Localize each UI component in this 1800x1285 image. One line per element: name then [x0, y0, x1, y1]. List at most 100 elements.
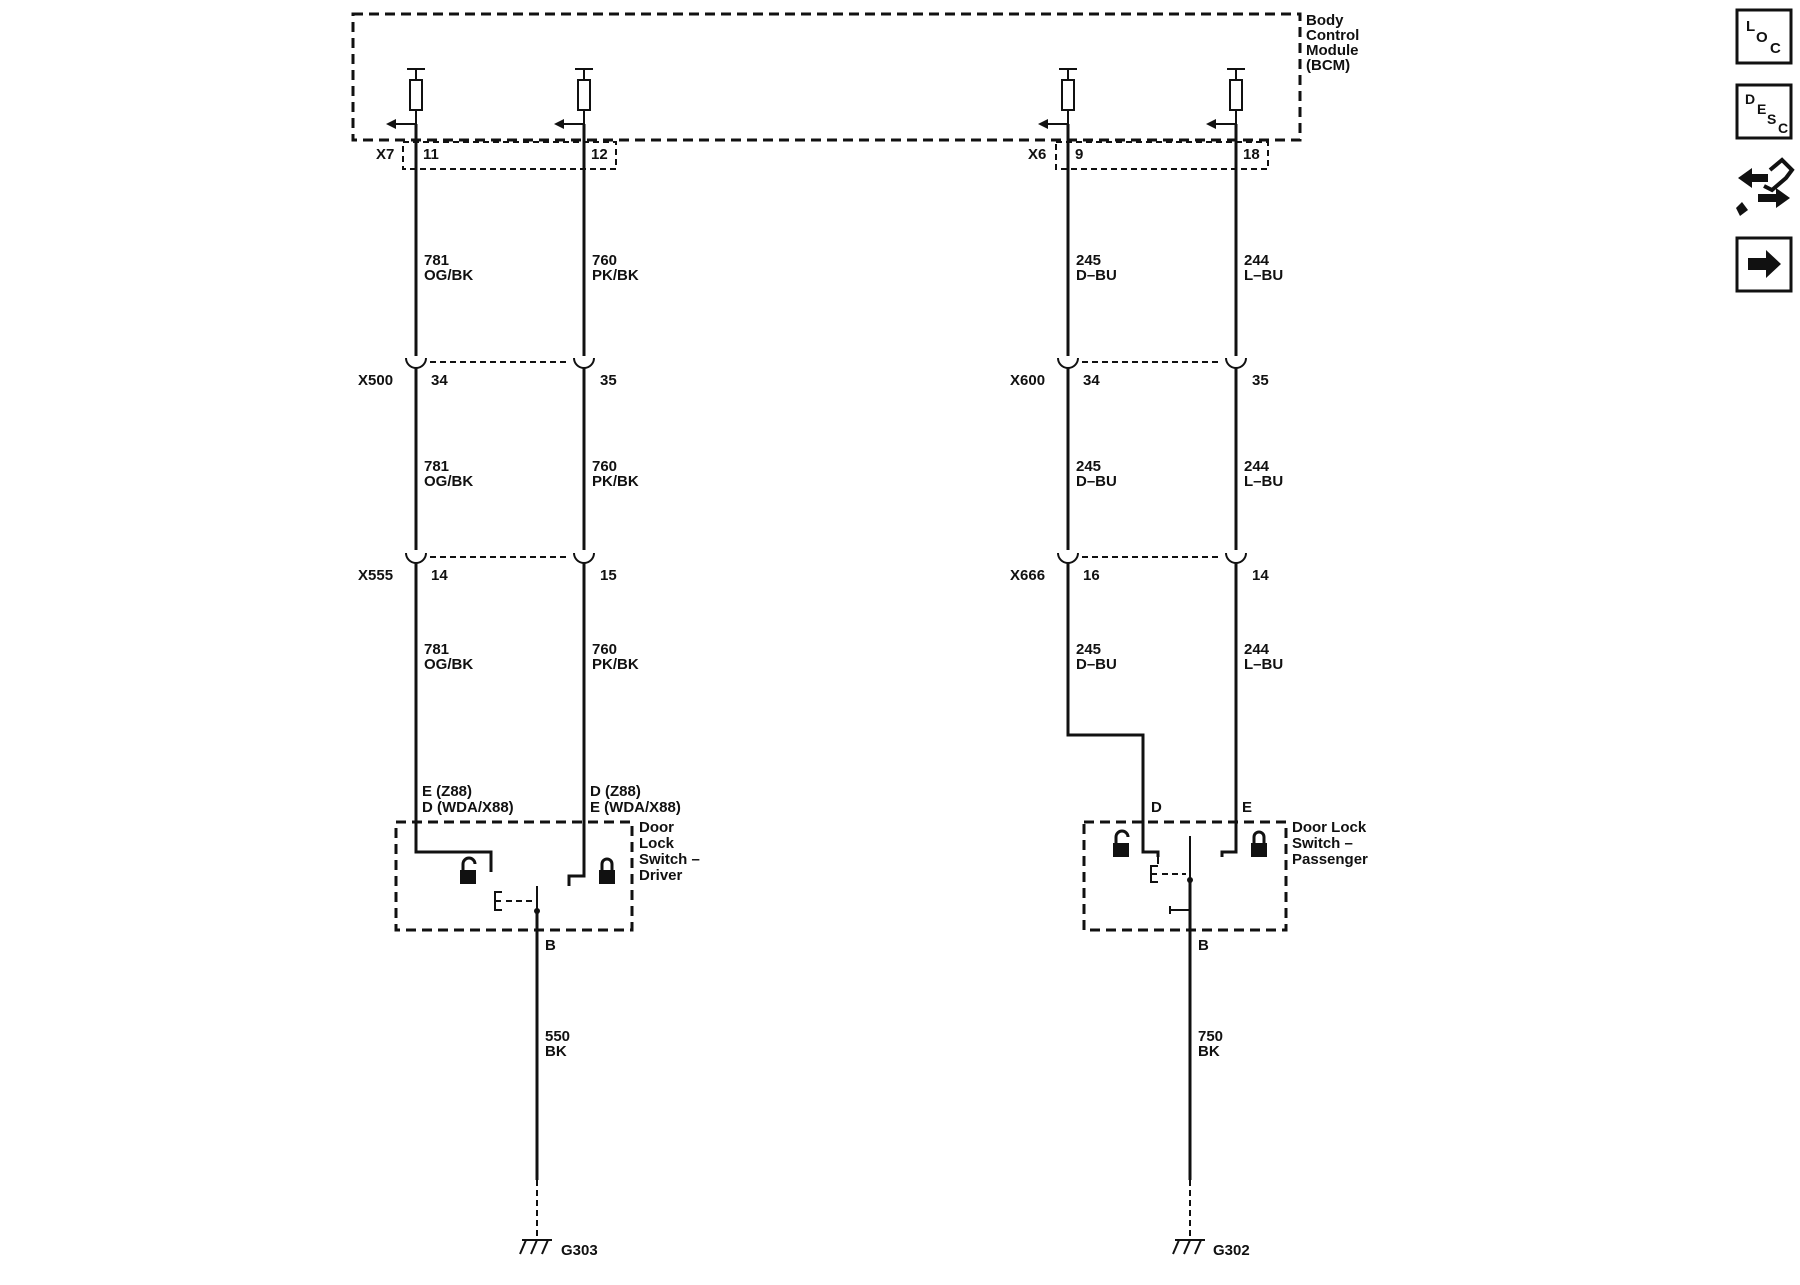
wire-244-number-1: 244 — [1244, 252, 1270, 269]
bcm-label-2: Control — [1306, 27, 1359, 44]
driver-switch-name-4: Driver — [639, 867, 683, 884]
description-button[interactable]: D E S C — [1735, 83, 1793, 140]
connector-x6-label: X6 — [1028, 146, 1046, 163]
connector-x7-label: X7 — [376, 146, 394, 163]
bcm-label-1: Body — [1306, 12, 1344, 29]
loc-icon-c: C — [1770, 40, 1781, 57]
wire-244-number-3: 244 — [1244, 641, 1270, 658]
passenger-switch-contact — [1150, 836, 1193, 914]
wire-550-number: 550 — [545, 1028, 570, 1045]
bcm-internal-circuit-3 — [1038, 68, 1077, 129]
connector-x600-label: X600 — [1010, 372, 1045, 389]
passenger-switch-pin-left: D — [1151, 799, 1162, 816]
wire-245-number-1: 245 — [1076, 252, 1101, 269]
wire-781-number-2: 781 — [424, 458, 449, 475]
wire-245-color-2: D–BU — [1076, 473, 1117, 490]
connector-x600 — [1057, 357, 1247, 369]
bcm-internal-circuit-1 — [386, 68, 425, 129]
wire-244-color-1: L–BU — [1244, 267, 1283, 284]
ground-g303-icon — [519, 1239, 552, 1255]
ground-g302-icon — [1172, 1239, 1205, 1255]
connector-x666-pin-b: 14 — [1252, 567, 1269, 584]
connector-x500-label: X500 — [358, 372, 393, 389]
passenger-switch-ground-pin: B — [1198, 937, 1209, 954]
wire-245-segment-3 — [1066, 563, 1160, 857]
loc-icon-l: L — [1746, 18, 1755, 35]
ground-g302-label: G302 — [1213, 1242, 1250, 1259]
bcm-internal-circuit-4 — [1206, 68, 1245, 129]
connector-x500-pin-a: 34 — [431, 372, 448, 389]
passenger-switch-boundary — [1082, 820, 1288, 932]
driver-switch-pin-left-2: D (WDA/X88) — [422, 799, 514, 816]
wire-550-color: BK — [545, 1043, 567, 1060]
passenger-switch-pin-right: E — [1242, 799, 1252, 816]
wire-245-number-2: 245 — [1076, 458, 1101, 475]
wire-760-number-2: 760 — [592, 458, 617, 475]
driver-switch-name-1: Door — [639, 819, 674, 836]
desc-icon-s: S — [1767, 111, 1776, 127]
bcm-internal-circuit-2 — [554, 68, 593, 129]
connector-swap-button[interactable] — [1736, 157, 1795, 216]
connector-x6-pin-a: 9 — [1075, 146, 1083, 163]
wire-244-color-2: L–BU — [1244, 473, 1283, 490]
ground-g303-label: G303 — [561, 1242, 598, 1259]
unlock-icon — [1113, 829, 1130, 857]
connector-x555 — [405, 552, 595, 564]
driver-switch-boundary — [394, 820, 634, 932]
driver-switch-pin-right-1: D (Z88) — [590, 783, 641, 800]
wire-760-color-2: PK/BK — [592, 473, 639, 490]
connector-swap-icon — [1736, 157, 1795, 216]
wire-781-color-1: OG/BK — [424, 267, 473, 284]
wire-760-number-3: 760 — [592, 641, 617, 658]
wire-781-number-3: 781 — [424, 641, 449, 658]
next-button[interactable] — [1735, 236, 1793, 293]
connector-x666-label: X666 — [1010, 567, 1045, 584]
location-button[interactable]: L O C — [1735, 8, 1793, 65]
connector-x555-pin-a: 14 — [431, 567, 448, 584]
connector-x555-pin-b: 15 — [600, 567, 617, 584]
driver-switch-ground-pin: B — [545, 937, 556, 954]
wire-750-number: 750 — [1198, 1028, 1223, 1045]
driver-switch-name-3: Switch – — [639, 851, 700, 868]
driver-switch-pin-left-1: E (Z88) — [422, 783, 472, 800]
driver-switch-pin-right-2: E (WDA/X88) — [590, 799, 681, 816]
connector-x6-outline — [1055, 141, 1269, 170]
wire-760-segment-3 — [567, 563, 586, 886]
driver-switch-name-2: Lock — [639, 835, 675, 852]
wire-760-number-1: 760 — [592, 252, 617, 269]
lock-icon — [1251, 830, 1267, 857]
desc-icon-d: D — [1745, 91, 1755, 107]
connector-x600-pin-a: 34 — [1083, 372, 1100, 389]
wire-781-segment-3 — [414, 563, 493, 872]
connector-x666 — [1057, 552, 1247, 564]
passenger-switch-name-3: Passenger — [1292, 851, 1368, 868]
loc-icon-o: O — [1756, 29, 1768, 46]
wire-781-color-3: OG/BK — [424, 656, 473, 673]
bcm-label-4: (BCM) — [1306, 57, 1350, 74]
wire-245-color-3: D–BU — [1076, 656, 1117, 673]
desc-icon-c: C — [1778, 120, 1788, 136]
connector-x7-pin-a: 11 — [423, 146, 439, 163]
bcm-boundary — [351, 12, 1302, 142]
connector-x6-pin-b: 18 — [1243, 146, 1260, 163]
next-arrow-icon — [1748, 250, 1781, 278]
wire-244-number-2: 244 — [1244, 458, 1270, 475]
connector-x666-pin-a: 16 — [1083, 567, 1100, 584]
lock-icon — [599, 857, 615, 884]
wire-760-color-3: PK/BK — [592, 656, 639, 673]
wire-245-color-1: D–BU — [1076, 267, 1117, 284]
bcm-label-3: Module — [1306, 42, 1359, 59]
wire-781-color-2: OG/BK — [424, 473, 473, 490]
desc-icon-e: E — [1757, 101, 1766, 117]
passenger-switch-name-1: Door Lock — [1292, 819, 1367, 836]
connector-x7-pin-b: 12 — [591, 146, 608, 163]
wire-781-number-1: 781 — [424, 252, 449, 269]
wire-244-segment-3 — [1220, 563, 1238, 857]
connector-x500 — [405, 357, 595, 369]
wire-244-color-3: L–BU — [1244, 656, 1283, 673]
unlock-icon — [460, 856, 477, 884]
passenger-switch-name-2: Switch – — [1292, 835, 1353, 852]
driver-switch-contact — [494, 886, 540, 914]
